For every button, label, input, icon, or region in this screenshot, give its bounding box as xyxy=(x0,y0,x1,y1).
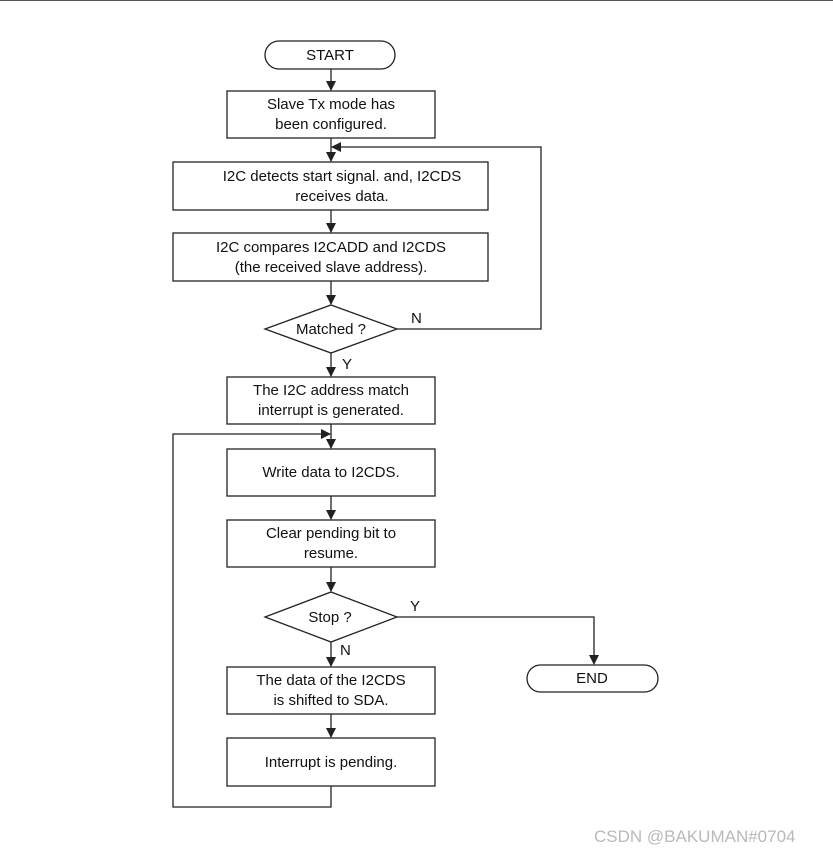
match-irq-box: The I2C address match interrupt is genera… xyxy=(226,376,436,425)
node-text-line: is shifted to SDA. xyxy=(273,692,388,709)
edge-pending-loop xyxy=(172,429,332,808)
watermark: CSDN @BAKUMAN#0704 xyxy=(594,827,796,846)
node-text-line: Matched ? xyxy=(296,321,366,338)
node-text-line: I2C detects start signal. and, I2CDS xyxy=(223,168,461,185)
end-terminal: END xyxy=(526,664,659,693)
node-text-line: START xyxy=(306,47,354,64)
end-label: END xyxy=(576,670,608,687)
clear-label: Clear pending bit to resume. xyxy=(266,525,396,562)
node-text-line: (the received slave address). xyxy=(235,259,428,276)
configured-label: Slave Tx mode has been configured. xyxy=(267,96,395,133)
matched-label: Matched ? xyxy=(296,321,366,338)
shift-label: The data of the I2CDS is shifted to SDA. xyxy=(256,672,405,709)
node-text-line: I2C compares I2CADD and I2CDS xyxy=(216,239,446,256)
node-text-line: been configured. xyxy=(275,116,387,133)
shift-box: The data of the I2CDS is shifted to SDA. xyxy=(226,666,436,715)
node-text-line: The data of the I2CDS xyxy=(256,672,405,689)
match-irq-label: The I2C address match interrupt is genera… xyxy=(253,382,409,419)
write-box: Write data to I2CDS. xyxy=(226,448,436,497)
stop-decision: Stop ? xyxy=(263,591,399,643)
configured-box: Slave Tx mode has been configured. xyxy=(226,90,436,139)
node-text-line: END xyxy=(576,670,608,687)
matched-decision: Matched ? xyxy=(263,304,399,354)
detect-label: I2C detects start signal. and, I2CDS rece… xyxy=(223,168,461,205)
pending-label: Interrupt is pending. xyxy=(265,754,398,771)
node-text-line: The I2C address match xyxy=(253,382,409,399)
stop-label: Stop ? xyxy=(308,609,351,626)
node-text-line: Clear pending bit to xyxy=(266,525,396,542)
matched-yes-label: Y xyxy=(342,356,352,373)
edge-matched-no-loop xyxy=(331,142,542,330)
node-text-line: resume. xyxy=(304,545,358,562)
node-text-line: interrupt is generated. xyxy=(258,402,404,419)
pending-box: Interrupt is pending. xyxy=(226,737,436,787)
node-text-line: Interrupt is pending. xyxy=(265,754,398,771)
stop-no-label: N xyxy=(340,642,351,659)
node-text-line: Write data to I2CDS. xyxy=(262,464,399,481)
detect-box: I2C detects start signal. and, I2CDS rece… xyxy=(172,161,489,211)
node-text-line: Stop ? xyxy=(308,609,351,626)
node-text-line: Slave Tx mode has xyxy=(267,96,395,113)
compare-box: I2C compares I2CADD and I2CDS (the receiv… xyxy=(172,232,489,282)
compare-label: I2C compares I2CADD and I2CDS (the receiv… xyxy=(216,239,446,276)
node-text-line: receives data. xyxy=(295,188,388,205)
matched-no-label: N xyxy=(411,310,422,327)
stop-yes-label: Y xyxy=(410,598,420,615)
edge-stop-yes xyxy=(397,616,599,665)
write-label: Write data to I2CDS. xyxy=(262,464,399,481)
start-terminal: START xyxy=(264,40,396,70)
start-label: START xyxy=(306,47,354,64)
clear-box: Clear pending bit to resume. xyxy=(226,519,436,568)
